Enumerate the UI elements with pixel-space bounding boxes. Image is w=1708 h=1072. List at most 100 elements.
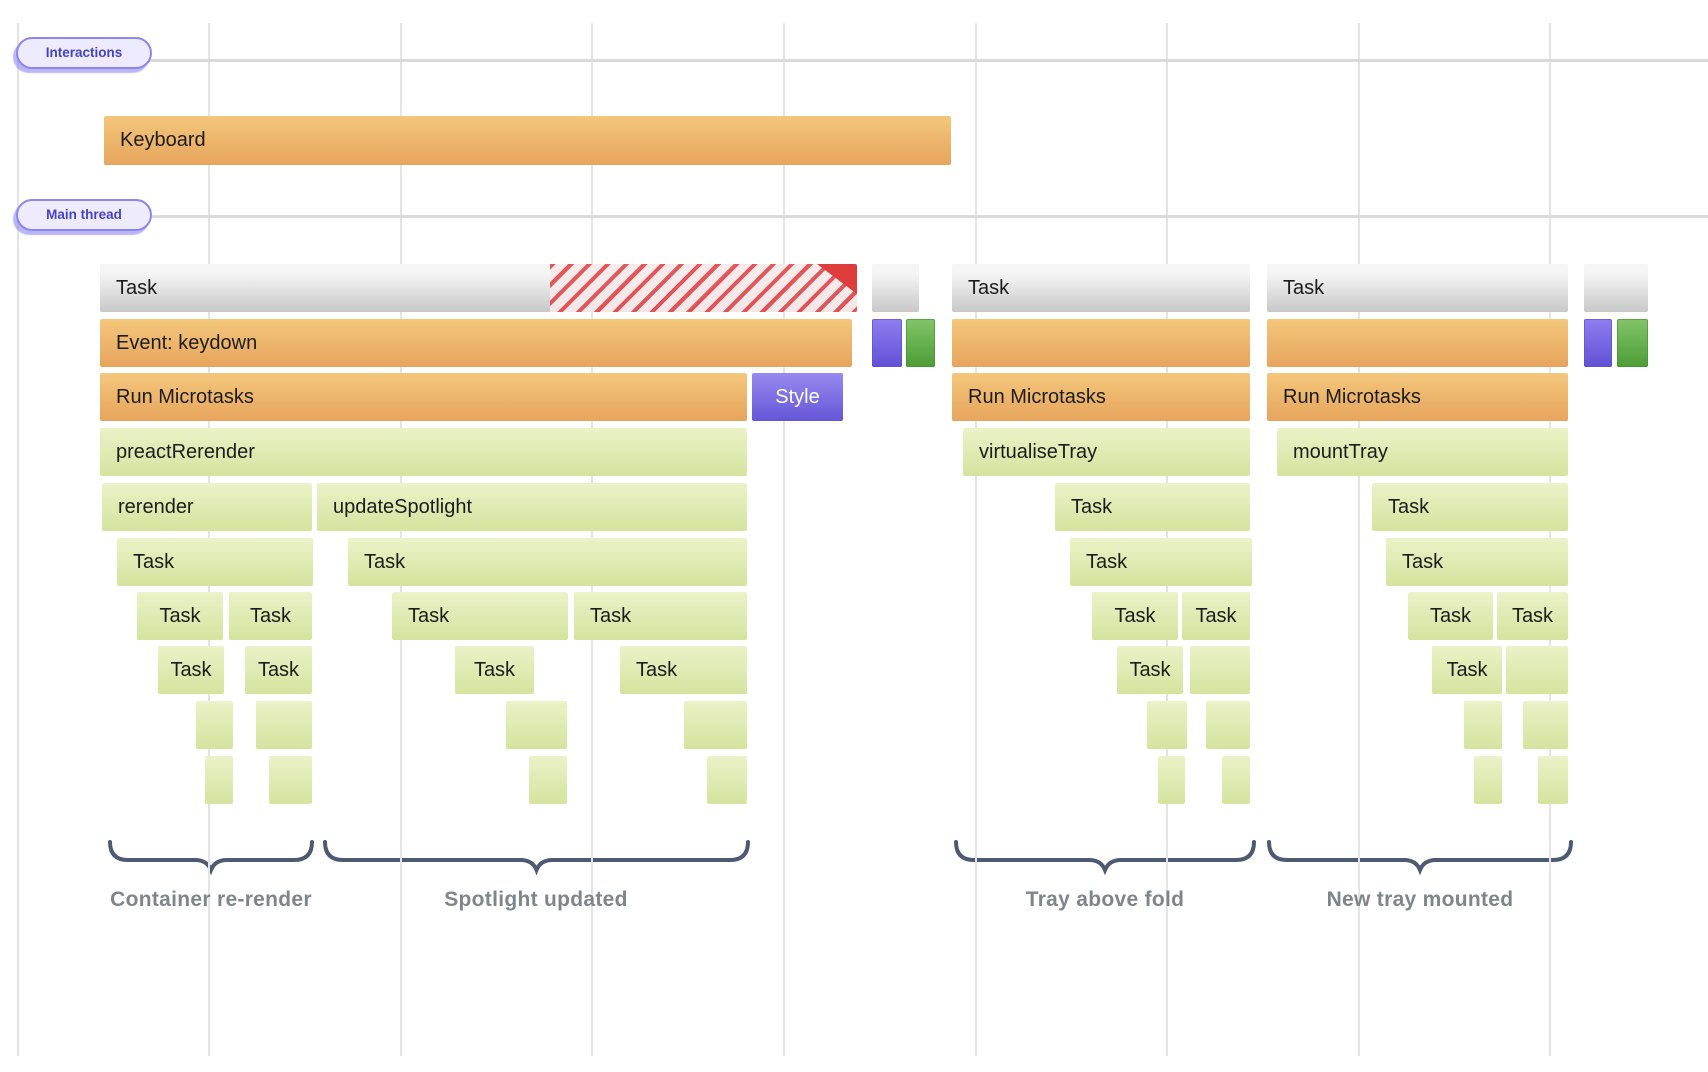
flame-bar-task[interactable]: Task — [117, 538, 313, 586]
flame-bar[interactable] — [1147, 701, 1187, 749]
flame-bar[interactable] — [1474, 756, 1502, 804]
flame-bar[interactable] — [1267, 319, 1568, 367]
flame-bar-task[interactable]: Task — [100, 264, 857, 312]
flame-bar[interactable] — [1584, 264, 1648, 312]
flame-bar-task[interactable]: Task — [574, 592, 747, 640]
flame-bar-label: Run Microtasks — [116, 386, 254, 408]
flame-bar[interactable] — [1190, 646, 1250, 694]
flame-bar[interactable] — [1158, 756, 1185, 804]
flame-bar[interactable] — [529, 756, 567, 804]
flame-bar[interactable] — [196, 701, 233, 749]
flame-bar[interactable] — [906, 319, 935, 367]
flame-bar[interactable] — [1523, 701, 1568, 749]
flame-bar-task[interactable]: Task — [245, 646, 312, 694]
flame-bar-label: Task — [159, 605, 201, 627]
flame-bar-label: Task — [1114, 605, 1156, 627]
flame-bar-label: Task — [1511, 605, 1554, 627]
flame-bar-task[interactable]: Task — [1070, 538, 1252, 586]
gridline-horizontal — [17, 59, 1708, 62]
flame-bar-task[interactable]: Task — [1267, 264, 1568, 312]
annotation-label: Tray above fold — [1025, 888, 1185, 911]
flame-bar-label: Task — [473, 659, 516, 681]
flame-bar[interactable] — [1584, 319, 1612, 367]
flame-bar-label: preactRerender — [116, 441, 255, 463]
flame-bar[interactable] — [205, 756, 233, 804]
flame-bar[interactable] — [1617, 319, 1648, 367]
flame-bar[interactable] — [1222, 756, 1250, 804]
flame-bar-task[interactable]: Task — [1432, 646, 1502, 694]
flame-bar[interactable] — [684, 701, 747, 749]
flame-bar[interactable] — [707, 756, 747, 804]
flame-bar-task[interactable]: Task — [158, 646, 224, 694]
flame-bar-label: Run Microtasks — [1283, 386, 1421, 408]
flame-bar-task[interactable]: Task — [1372, 483, 1568, 531]
flame-bar-task[interactable]: Task — [392, 592, 568, 640]
annotation-brace — [323, 840, 750, 876]
flame-bar-label: Task — [408, 605, 450, 627]
flame-bar-task[interactable]: Task — [1092, 592, 1178, 640]
flame-bar-label: Task — [636, 659, 678, 681]
flame-bar-task[interactable]: Task — [348, 538, 747, 586]
flame-bar-run-microtasks[interactable]: Run Microtasks — [1267, 373, 1568, 421]
flame-bar-event-keydown[interactable]: Event: keydown — [100, 319, 852, 367]
flame-bar-task[interactable]: Task — [1182, 592, 1250, 640]
flame-bar-label: virtualiseTray — [979, 441, 1098, 463]
flame-bar[interactable] — [1506, 646, 1568, 694]
flame-bar-label: Task — [1283, 277, 1325, 299]
flame-bar[interactable] — [1464, 701, 1502, 749]
annotation-brace — [954, 840, 1256, 876]
flame-bar-label: Task — [1402, 551, 1444, 573]
annotation-brace — [1267, 840, 1573, 876]
flame-bar-label: Task — [170, 659, 212, 681]
flame-bar[interactable] — [952, 319, 1250, 367]
flame-bar-label: Task — [133, 551, 175, 573]
flame-bar[interactable] — [1206, 701, 1250, 749]
flame-bar-label: Keyboard — [120, 129, 206, 151]
flame-bar-task[interactable]: Task — [137, 592, 223, 640]
annotation-brace — [108, 840, 314, 876]
track-label-main-thread[interactable]: Main thread — [16, 199, 152, 231]
gridline-vertical — [1358, 23, 1360, 1056]
flame-bar-run-microtasks[interactable]: Run Microtasks — [952, 373, 1250, 421]
flame-bar-task[interactable]: Task — [455, 646, 534, 694]
flame-bar-label: Task — [1388, 496, 1430, 518]
flame-bar-task[interactable]: Task — [952, 264, 1250, 312]
flame-bar-task[interactable]: Task — [229, 592, 312, 640]
flame-bar-task[interactable]: Task — [1408, 592, 1493, 640]
track-label-interactions[interactable]: Interactions — [16, 37, 152, 69]
flame-bar-label: Task — [1129, 659, 1171, 681]
flame-bar-label: Task — [1446, 659, 1488, 681]
flame-bar-task[interactable]: Task — [1117, 646, 1183, 694]
flame-bar[interactable] — [256, 701, 312, 749]
flame-bar[interactable] — [1538, 756, 1568, 804]
flame-bar-virtualisetray[interactable]: virtualiseTray — [963, 428, 1250, 476]
gridline-horizontal — [17, 215, 1708, 218]
flame-bar-keyboard[interactable]: Keyboard — [104, 116, 951, 165]
flame-bar-label: Style — [775, 386, 820, 408]
flame-bar[interactable] — [506, 701, 567, 749]
flame-bar-label: Task — [364, 551, 406, 573]
flame-bar-mounttray[interactable]: mountTray — [1277, 428, 1568, 476]
flame-bar-task[interactable]: Task — [1055, 483, 1250, 531]
flame-bar-label: Event: keydown — [116, 332, 258, 354]
flame-bar-preactrerender[interactable]: preactRerender — [100, 428, 747, 476]
gridline-vertical — [975, 23, 977, 1056]
flame-bar-updatespotlight[interactable]: updateSpotlight — [317, 483, 747, 531]
annotation-label: Container re-render — [110, 888, 312, 911]
flame-bar-task[interactable]: Task — [1497, 592, 1568, 640]
flame-bar-style[interactable]: Style — [752, 373, 843, 421]
long-task-hatch — [550, 264, 857, 312]
flame-bar-label: Task — [1195, 605, 1237, 627]
flame-bar-task[interactable]: Task — [1386, 538, 1568, 586]
flame-bar-rerender[interactable]: rerender — [102, 483, 312, 531]
flame-bar-label: Task — [590, 605, 632, 627]
flame-bar[interactable] — [269, 756, 312, 804]
flame-bar-run-microtasks[interactable]: Run Microtasks — [100, 373, 747, 421]
gridline-vertical — [783, 23, 785, 1056]
flame-bar-label: Task — [968, 277, 1010, 299]
flame-bar[interactable] — [872, 319, 902, 367]
flame-bar-label: Task — [116, 277, 158, 299]
flame-bar[interactable] — [872, 264, 919, 312]
flame-bar-task[interactable]: Task — [620, 646, 747, 694]
